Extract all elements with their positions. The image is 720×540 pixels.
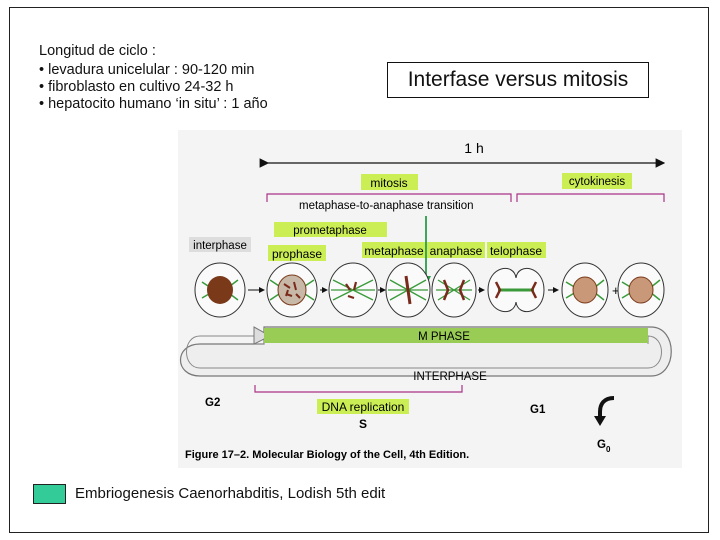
prometaphase-label: prometaphase <box>293 225 367 237</box>
cytokinesis-label-bg <box>562 173 632 189</box>
cell-metaphase <box>385 262 431 318</box>
cytokinesis-label: cytokinesis <box>569 176 625 188</box>
legend-swatch <box>33 484 66 504</box>
slide-frame <box>9 7 709 533</box>
cell-prometaphase <box>328 262 378 318</box>
cycle-length-hepatocyte: hepatocito humano ‘in situ’ : 1 año <box>39 96 268 113</box>
mitosis-bracket <box>266 193 512 202</box>
prophase-label: prophase <box>272 247 322 261</box>
s-phase-bracket <box>254 385 463 393</box>
anaphase-label-bg <box>427 242 485 258</box>
telophase-label-bg <box>487 242 546 258</box>
cycle-loop <box>186 335 662 369</box>
prophase-label-bg <box>268 245 326 261</box>
cell-cycle-figure: 1 h mitosis cytokinesis metaphase-to-ana… <box>178 130 682 468</box>
m-phase-label: M PHASE <box>418 331 470 343</box>
telophase-label: telophase <box>490 244 542 258</box>
metaphase-label: metaphase <box>364 244 424 258</box>
slide-title: Interfase versus mitosis <box>387 62 649 98</box>
dna-replication-label-bg <box>317 399 409 414</box>
cell-cycle-diagram: 1 h mitosis cytokinesis metaphase-to-ana… <box>179 140 672 461</box>
mitosis-label: mitosis <box>370 176 407 190</box>
prometaphase-label-bg <box>274 222 387 237</box>
figure-caption: Figure 17–2. Molecular Biology of the Ce… <box>185 449 469 461</box>
cycle-length-list: Longitud de ciclo : levadura unicelular … <box>39 43 268 113</box>
g0-label: G0 <box>597 439 611 454</box>
interphase-label-bg <box>189 237 251 252</box>
transition-label: metaphase-to-anaphase transition <box>299 200 474 212</box>
interphase-band-label: INTERPHASE <box>413 371 487 383</box>
legend-text: Embriogenesis Caenorhabditis, Lodish 5th… <box>75 485 386 502</box>
cell-daughter-1 <box>561 262 609 318</box>
interphase-label: interphase <box>193 240 247 252</box>
cycle-length-heading: Longitud de ciclo : <box>39 43 156 59</box>
anaphase-label: anaphase <box>430 244 483 258</box>
duration-label: 1 h <box>464 140 483 156</box>
m-phase-bar <box>264 328 648 343</box>
cell-prophase <box>266 262 318 318</box>
plus-sign: + <box>612 283 620 298</box>
s-label: S <box>359 417 367 431</box>
metaphase-label-bg <box>362 242 426 258</box>
g0-arrow <box>598 396 615 420</box>
cycle-length-yeast: levadura unicelular : 90-120 min <box>39 62 268 79</box>
cytokinesis-bracket <box>516 193 665 202</box>
cell-daughter-2 <box>617 262 665 318</box>
cell-interphase <box>194 262 246 318</box>
cycle-length-fibroblast: fibroblasto en cultivo 24-32 h <box>39 79 268 96</box>
g1-label: G1 <box>530 404 546 416</box>
mitosis-label-bg <box>361 174 418 190</box>
dna-replication-label: DNA replication <box>322 400 405 414</box>
cell-anaphase <box>431 262 477 318</box>
cell-telophase <box>487 268 545 312</box>
g0-arrowhead <box>594 416 606 426</box>
g2-label: G2 <box>205 397 220 409</box>
